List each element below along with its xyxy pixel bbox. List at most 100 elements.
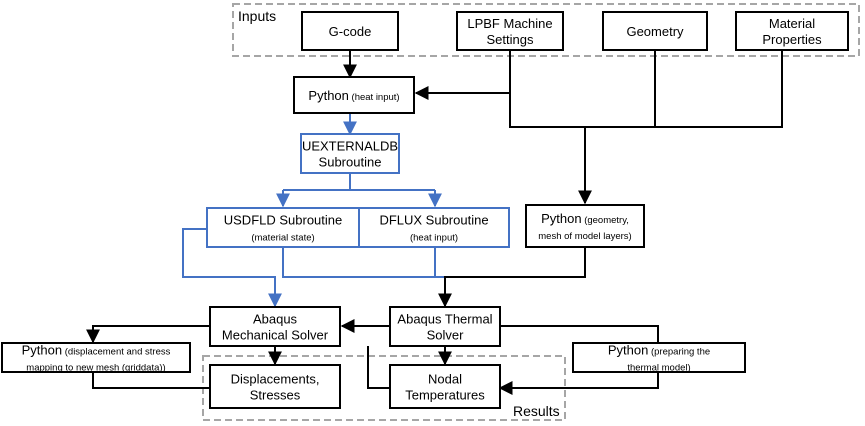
node-python-heat-line-0: Python (heat input) bbox=[308, 88, 399, 103]
edge-mechanical-to-python-disp bbox=[86, 325, 210, 344]
node-text-main: Properties bbox=[762, 32, 822, 47]
inputs-group-label: Inputs bbox=[238, 8, 276, 24]
node-python-geom: Python (geometry, mesh of model layers) bbox=[525, 204, 645, 248]
node-text-detail: thermal model) bbox=[627, 363, 690, 374]
node-dflux-line-1: (heat input) bbox=[410, 233, 458, 244]
node-displacements: Displacements,Stresses bbox=[209, 364, 341, 409]
node-text-main: Python bbox=[608, 343, 648, 358]
node-lpbf-box bbox=[456, 11, 564, 51]
edge-thermal-to-python-prep bbox=[500, 325, 659, 342]
node-text-detail: (material state) bbox=[251, 233, 314, 244]
node-text-detail: (preparing the bbox=[648, 347, 710, 358]
node-text-main: Abaqus Thermal bbox=[397, 312, 492, 327]
node-usdfld-line-1: (material state) bbox=[251, 233, 314, 244]
node-text-main: Displacements, bbox=[231, 372, 320, 387]
node-gcode: G-code bbox=[301, 11, 399, 51]
node-geometry-box bbox=[602, 11, 708, 51]
node-text-main: Python bbox=[22, 343, 62, 358]
node-dflux-box bbox=[358, 207, 510, 248]
node-text-detail: (geometry, bbox=[582, 215, 629, 226]
node-text-main: Stresses bbox=[250, 388, 301, 403]
node-python-geom-line-1: mesh of model layers) bbox=[538, 231, 631, 242]
node-uexternaldb-box bbox=[300, 133, 400, 174]
node-geometry-line-0: Geometry bbox=[626, 24, 684, 39]
node-displacements-line-1: Stresses bbox=[250, 388, 301, 403]
node-material-line-0: Material bbox=[769, 16, 815, 31]
edge-python-geometry-to-thermal-solver bbox=[438, 247, 586, 308]
node-gcode-box bbox=[301, 11, 399, 51]
node-python-geom-line-0: Python (geometry, bbox=[541, 211, 629, 226]
node-dflux-line-0: DFLUX Subroutine bbox=[379, 213, 488, 228]
node-text-main: Abaqus bbox=[253, 312, 298, 327]
node-geometry: Geometry bbox=[602, 11, 708, 51]
node-displacements-line-0: Displacements, bbox=[231, 372, 320, 387]
node-text-main: UEXTERNALDB bbox=[302, 139, 398, 154]
node-uexternaldb-line-1: Subroutine bbox=[319, 155, 382, 170]
node-dflux: DFLUX Subroutine (heat input) bbox=[358, 207, 510, 248]
node-nodal-temps-line-1: Temperatures bbox=[405, 388, 485, 403]
node-python-prep-box bbox=[572, 342, 746, 373]
node-text-main: Mechanical Solver bbox=[222, 328, 329, 343]
results-group-label: Results bbox=[513, 403, 560, 419]
node-text-detail: (heat input) bbox=[410, 233, 458, 244]
node-thermal-solver-line-0: Abaqus Thermal bbox=[397, 312, 492, 327]
node-mech-solver-box bbox=[209, 306, 341, 347]
node-text-main: Subroutine bbox=[319, 155, 382, 170]
node-nodal-temps-line-0: Nodal bbox=[428, 372, 462, 387]
node-text-main: LPBF Machine bbox=[467, 16, 552, 31]
node-python-prep-line-1: thermal model) bbox=[627, 363, 690, 374]
node-thermal-solver-box bbox=[389, 306, 501, 347]
node-python-prep: Python (preparing the thermal model) bbox=[572, 342, 746, 374]
node-thermal-solver-line-1: Solver bbox=[427, 328, 465, 343]
node-text-main: Python bbox=[541, 211, 581, 226]
node-text-main: Settings bbox=[487, 32, 534, 47]
edge-usdfld-to-mechanical-solver bbox=[182, 228, 282, 308]
node-python-disp-line-1: mapping to new mesh (griddata)) bbox=[26, 363, 165, 374]
edge-uexternaldb-split bbox=[283, 173, 435, 191]
node-text-main: USDFLD Subroutine bbox=[224, 213, 343, 228]
node-text-main: Python bbox=[308, 88, 348, 103]
node-text-detail: mesh of model layers) bbox=[538, 231, 631, 242]
node-text-main: Temperatures bbox=[405, 388, 485, 403]
node-python-disp-line-0: Python (displacement and stress bbox=[22, 343, 171, 358]
node-text-detail: (displacement and stress bbox=[62, 347, 170, 358]
node-gcode-line-0: G-code bbox=[329, 24, 372, 39]
node-mech-solver-line-1: Mechanical Solver bbox=[222, 328, 329, 343]
node-text-main: DFLUX Subroutine bbox=[379, 213, 488, 228]
node-text-main: Solver bbox=[427, 328, 465, 343]
node-python-disp-box bbox=[1, 342, 191, 373]
node-lpbf-line-1: Settings bbox=[487, 32, 534, 47]
node-nodal-temps-box bbox=[389, 364, 501, 409]
node-python-heat: Python (heat input) bbox=[293, 76, 415, 114]
node-python-geom-box bbox=[525, 204, 645, 248]
edge-python-prep-to-thermal bbox=[498, 372, 659, 395]
node-text-main: Nodal bbox=[428, 372, 462, 387]
node-material-box bbox=[735, 11, 849, 51]
node-text-detail: mapping to new mesh (griddata)) bbox=[26, 363, 165, 374]
node-material-line-1: Properties bbox=[762, 32, 822, 47]
edge-usdfld-to-thermal-bus bbox=[282, 247, 445, 278]
node-python-prep-line-0: Python (preparing the bbox=[608, 343, 710, 358]
node-python-disp: Python (displacement and stress mapping t… bbox=[1, 342, 191, 374]
node-python-heat-box bbox=[293, 76, 415, 114]
node-text-main: G-code bbox=[329, 24, 372, 39]
node-usdfld-box bbox=[206, 207, 360, 248]
inputs-group: Inputs bbox=[232, 3, 860, 57]
node-usdfld: USDFLD Subroutine (material state) bbox=[206, 207, 360, 248]
inputs-group-frame bbox=[232, 3, 860, 57]
edge-thermal-to-nodal-temps-side bbox=[367, 346, 390, 389]
node-text-main: Material bbox=[769, 16, 815, 31]
node-text-main: Geometry bbox=[626, 24, 684, 39]
node-text-detail: (heat input) bbox=[349, 92, 400, 103]
node-displacements-box bbox=[209, 364, 341, 409]
node-uexternaldb-line-0: UEXTERNALDB bbox=[302, 139, 398, 154]
node-lpbf-line-0: LPBF Machine bbox=[467, 16, 552, 31]
connectors bbox=[86, 51, 783, 395]
